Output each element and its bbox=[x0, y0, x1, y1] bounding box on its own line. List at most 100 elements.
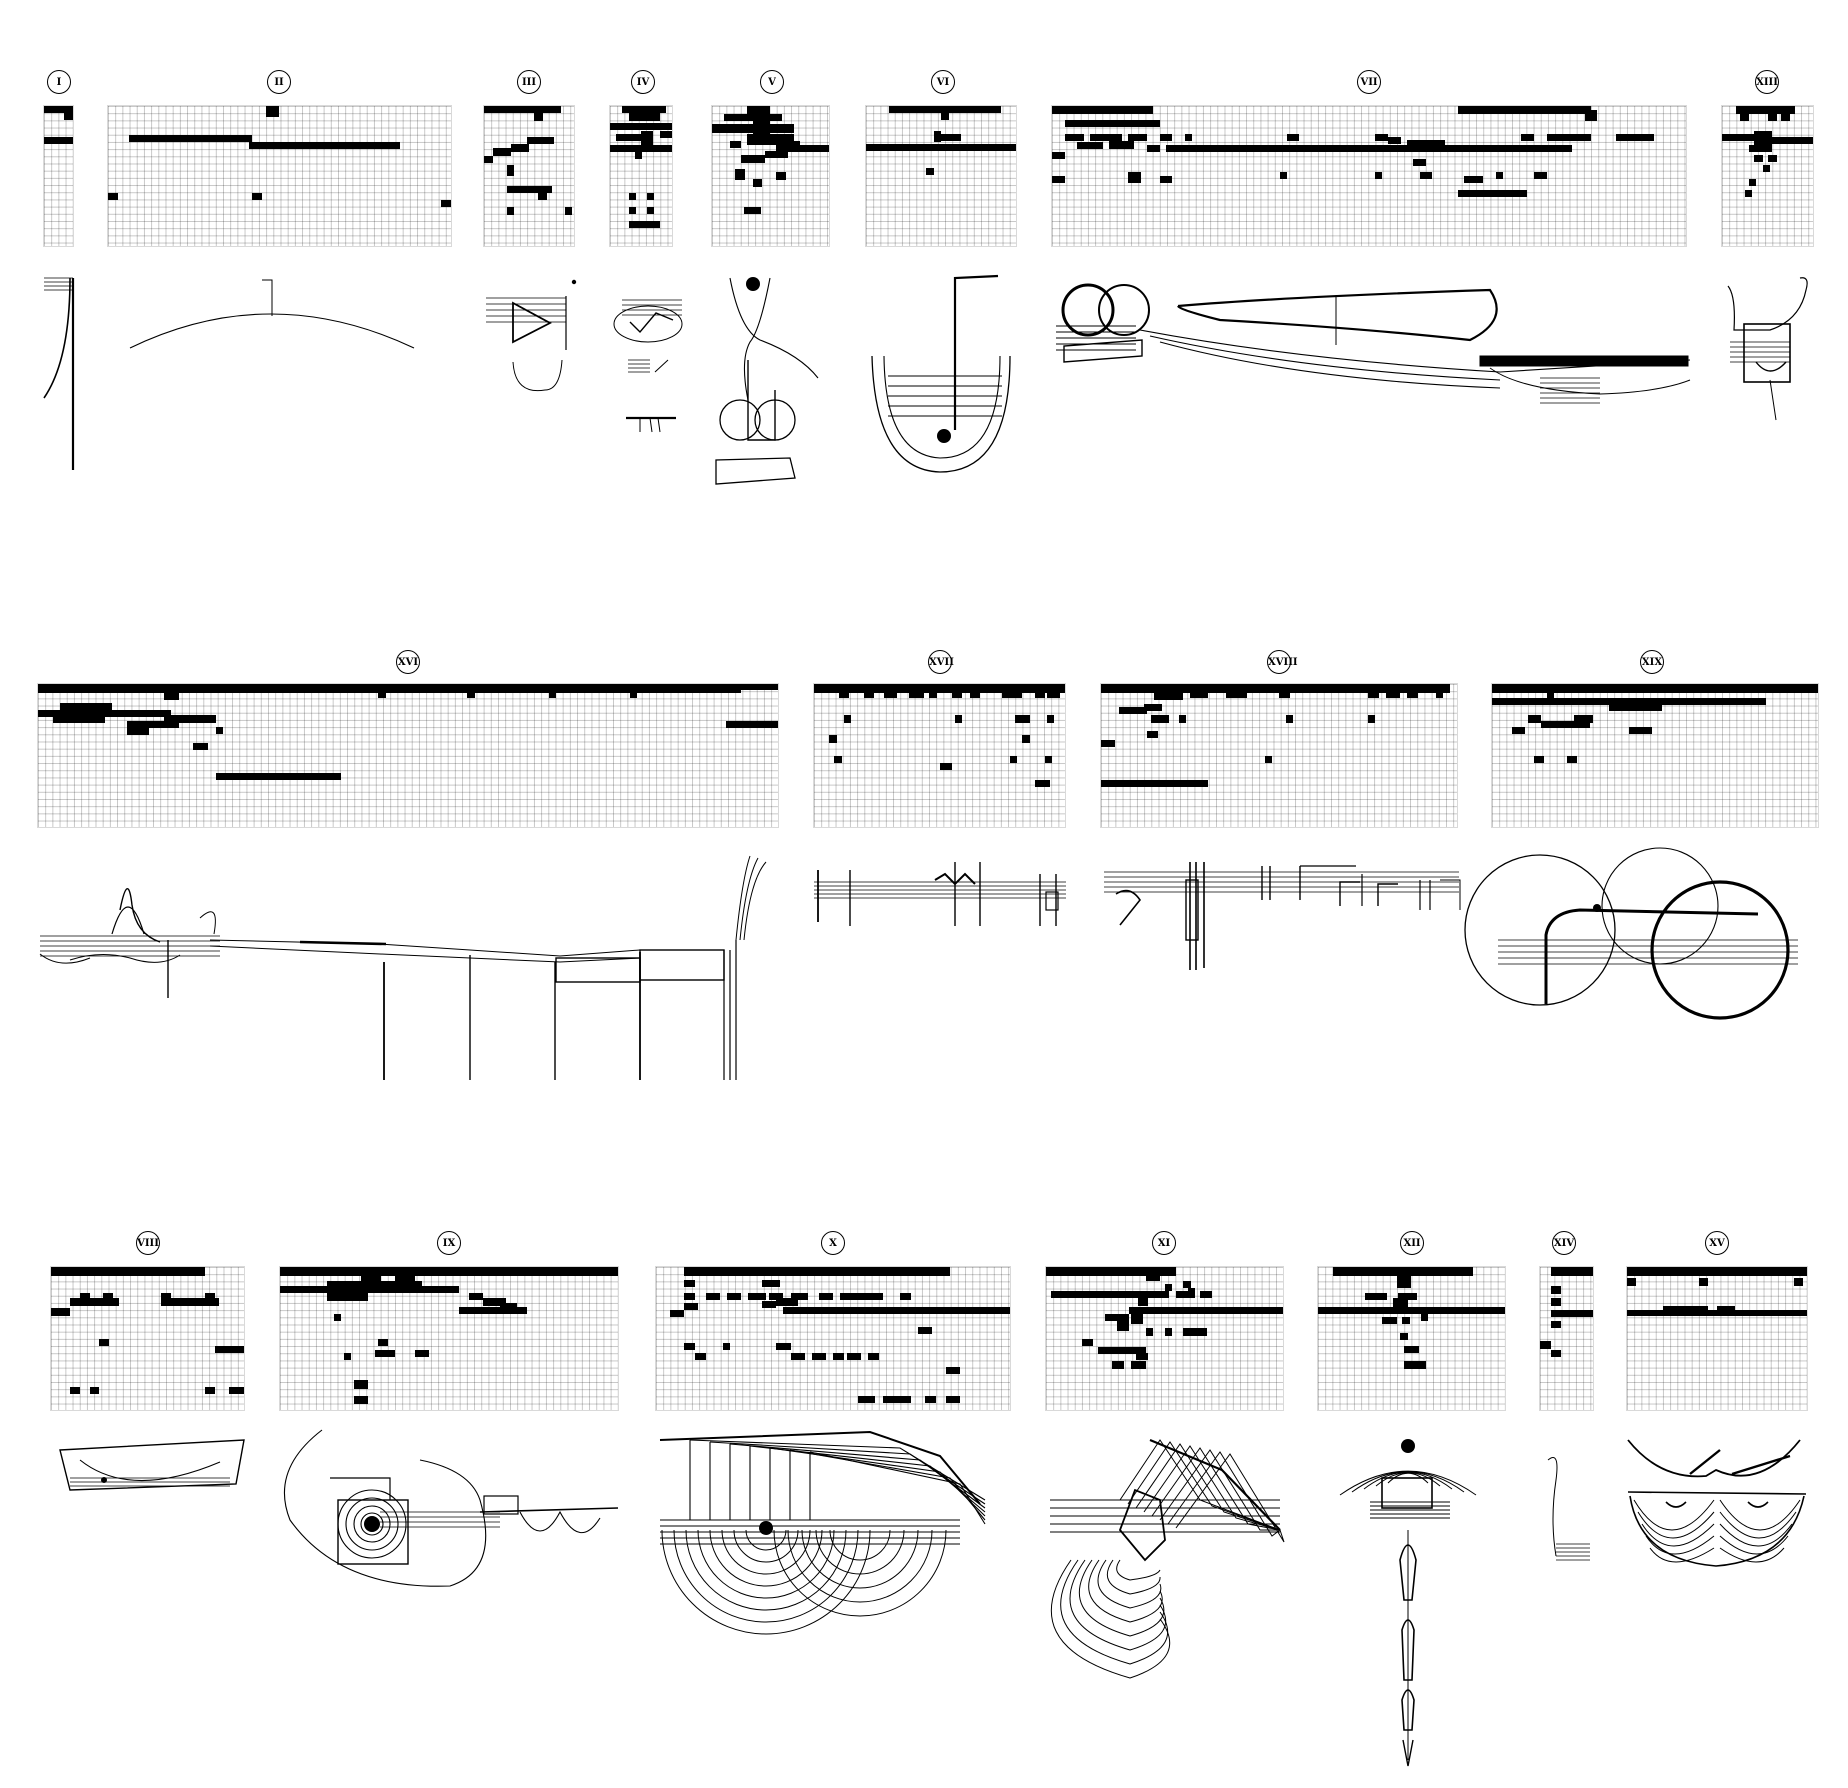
grid-block bbox=[868, 1292, 883, 1300]
grid-block bbox=[1663, 1305, 1708, 1315]
grid-block bbox=[776, 1342, 791, 1350]
spire bbox=[119, 888, 161, 943]
grid-block bbox=[1457, 190, 1528, 197]
line bbox=[659, 1430, 981, 1505]
grid-block bbox=[1101, 779, 1208, 787]
bracket-box bbox=[1743, 323, 1791, 383]
grid-block bbox=[712, 124, 794, 133]
grid-block bbox=[1052, 106, 1154, 115]
bar bbox=[1479, 355, 1689, 367]
arc bbox=[801, 1529, 919, 1589]
grid-block bbox=[1573, 715, 1594, 723]
scallop bbox=[519, 1510, 601, 1534]
grid-block bbox=[1047, 691, 1060, 699]
section-label-x: X bbox=[821, 1231, 845, 1255]
arc bbox=[829, 1529, 891, 1561]
note-head bbox=[1401, 1439, 1415, 1453]
ring bbox=[345, 1497, 399, 1551]
curve bbox=[199, 911, 216, 935]
grid-block bbox=[840, 1292, 855, 1300]
grid-block bbox=[1375, 171, 1383, 179]
grid-block bbox=[1550, 1267, 1593, 1276]
zigzag bbox=[934, 872, 976, 886]
grid-block bbox=[1540, 1341, 1551, 1349]
grid-block bbox=[1550, 1349, 1562, 1358]
grid-block bbox=[108, 192, 119, 200]
arc bbox=[721, 1529, 811, 1575]
line bbox=[1167, 1451, 1281, 1537]
grid-block bbox=[511, 143, 529, 153]
grid-x bbox=[655, 1266, 1011, 1411]
ring bbox=[360, 1512, 384, 1536]
grid-xvii bbox=[813, 683, 1066, 828]
grid-block bbox=[1368, 715, 1376, 723]
grid-iii bbox=[483, 105, 575, 247]
grid-block bbox=[634, 148, 642, 160]
grid-block bbox=[941, 113, 949, 120]
grid-block bbox=[1052, 152, 1065, 160]
grid-block bbox=[1495, 171, 1503, 179]
grid-block bbox=[1767, 155, 1777, 162]
grid-block bbox=[1117, 1319, 1129, 1332]
line bbox=[1135, 1443, 1281, 1531]
grid-block bbox=[888, 106, 1001, 113]
grid-block bbox=[762, 1279, 780, 1287]
circle bbox=[1601, 847, 1719, 965]
grid-ix bbox=[279, 1266, 619, 1411]
grid-block bbox=[484, 156, 493, 164]
note-head bbox=[101, 1477, 107, 1483]
grid-block bbox=[1627, 1278, 1636, 1286]
arc bbox=[773, 1529, 947, 1617]
grid-block bbox=[684, 1302, 699, 1310]
arc bbox=[709, 1529, 823, 1587]
grid-block bbox=[374, 1349, 395, 1358]
drop bbox=[1399, 1544, 1417, 1601]
grid-block bbox=[361, 1274, 382, 1282]
arc bbox=[685, 1529, 847, 1611]
loop bbox=[1116, 1559, 1161, 1581]
grid-block bbox=[1022, 735, 1030, 743]
grid-block bbox=[1131, 1361, 1146, 1369]
section-label-xvii: XVII bbox=[928, 650, 954, 674]
arch bbox=[111, 906, 145, 935]
section-label-xiii: XIII bbox=[1755, 70, 1779, 94]
grid-block bbox=[1052, 176, 1065, 183]
grid-block bbox=[1546, 134, 1591, 141]
grid-block bbox=[334, 1314, 342, 1322]
ellipse bbox=[613, 305, 683, 343]
line bbox=[1627, 1491, 1807, 1495]
grid-ii bbox=[107, 105, 452, 247]
stem bbox=[1189, 862, 1205, 970]
grid-block bbox=[1550, 1309, 1593, 1318]
grid-block bbox=[499, 1302, 517, 1310]
grid-block bbox=[1402, 1317, 1410, 1325]
curve bbox=[43, 277, 71, 399]
line bbox=[479, 1507, 619, 1513]
grid-iv bbox=[609, 105, 673, 247]
grid-block bbox=[783, 1307, 1010, 1315]
grid-block bbox=[1190, 691, 1208, 699]
grid-block bbox=[38, 684, 741, 693]
grid-block bbox=[776, 124, 789, 132]
line bbox=[789, 1449, 986, 1521]
grid-block bbox=[1762, 164, 1770, 172]
arc bbox=[815, 1529, 905, 1575]
grid-block bbox=[51, 1308, 71, 1316]
curve bbox=[1727, 277, 1808, 331]
curve bbox=[1755, 361, 1787, 372]
circle bbox=[1098, 284, 1150, 336]
grid-block bbox=[215, 1345, 244, 1353]
curve bbox=[735, 855, 767, 941]
grid-block bbox=[1164, 1284, 1172, 1292]
section-label-xvi: XVI bbox=[396, 650, 420, 674]
grid-block bbox=[1527, 715, 1541, 723]
arc bbox=[661, 1529, 871, 1635]
grid-block bbox=[394, 1274, 416, 1282]
grid-block bbox=[252, 192, 263, 200]
grid-block bbox=[647, 192, 655, 200]
grid-block bbox=[1744, 190, 1752, 197]
grid-block bbox=[1147, 145, 1160, 153]
grid-block bbox=[747, 106, 771, 115]
grid-block bbox=[1009, 755, 1018, 763]
grid-block bbox=[1534, 755, 1545, 763]
